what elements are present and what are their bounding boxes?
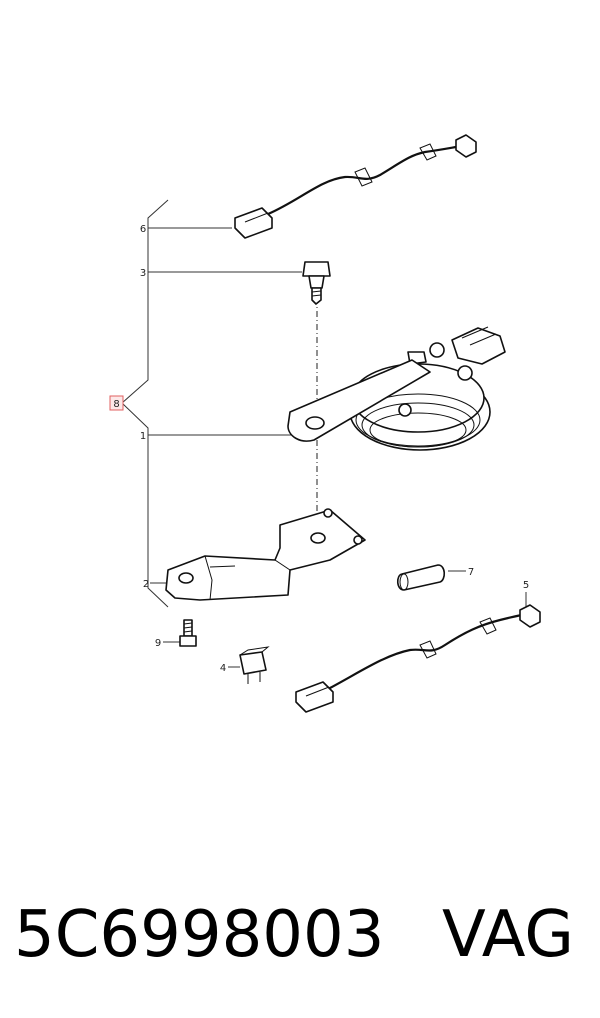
callout-6: 6: [140, 224, 146, 235]
mounting-bracket: [165, 508, 366, 601]
callout-2: 2: [143, 579, 149, 590]
callout-4: 4: [220, 663, 226, 674]
callout-3: 3: [140, 268, 146, 279]
wiring-harness-lower: [295, 604, 541, 713]
bolt-upper: [302, 261, 331, 305]
fuse-relay: [239, 646, 270, 684]
callout-1: 1: [140, 431, 146, 442]
callout-9: 9: [155, 638, 161, 649]
callout-8: 8: [113, 399, 119, 410]
protective-cap: [396, 564, 446, 591]
callout-5: 5: [523, 580, 529, 591]
part-number: 5C6998003: [14, 898, 385, 972]
bolt-lower: [179, 619, 197, 647]
wiring-harness-upper: [234, 134, 477, 239]
callout-8-box: [109, 395, 124, 411]
horn: [287, 326, 506, 451]
brand-name: VAG: [442, 898, 574, 972]
callout-7: 7: [468, 567, 474, 578]
